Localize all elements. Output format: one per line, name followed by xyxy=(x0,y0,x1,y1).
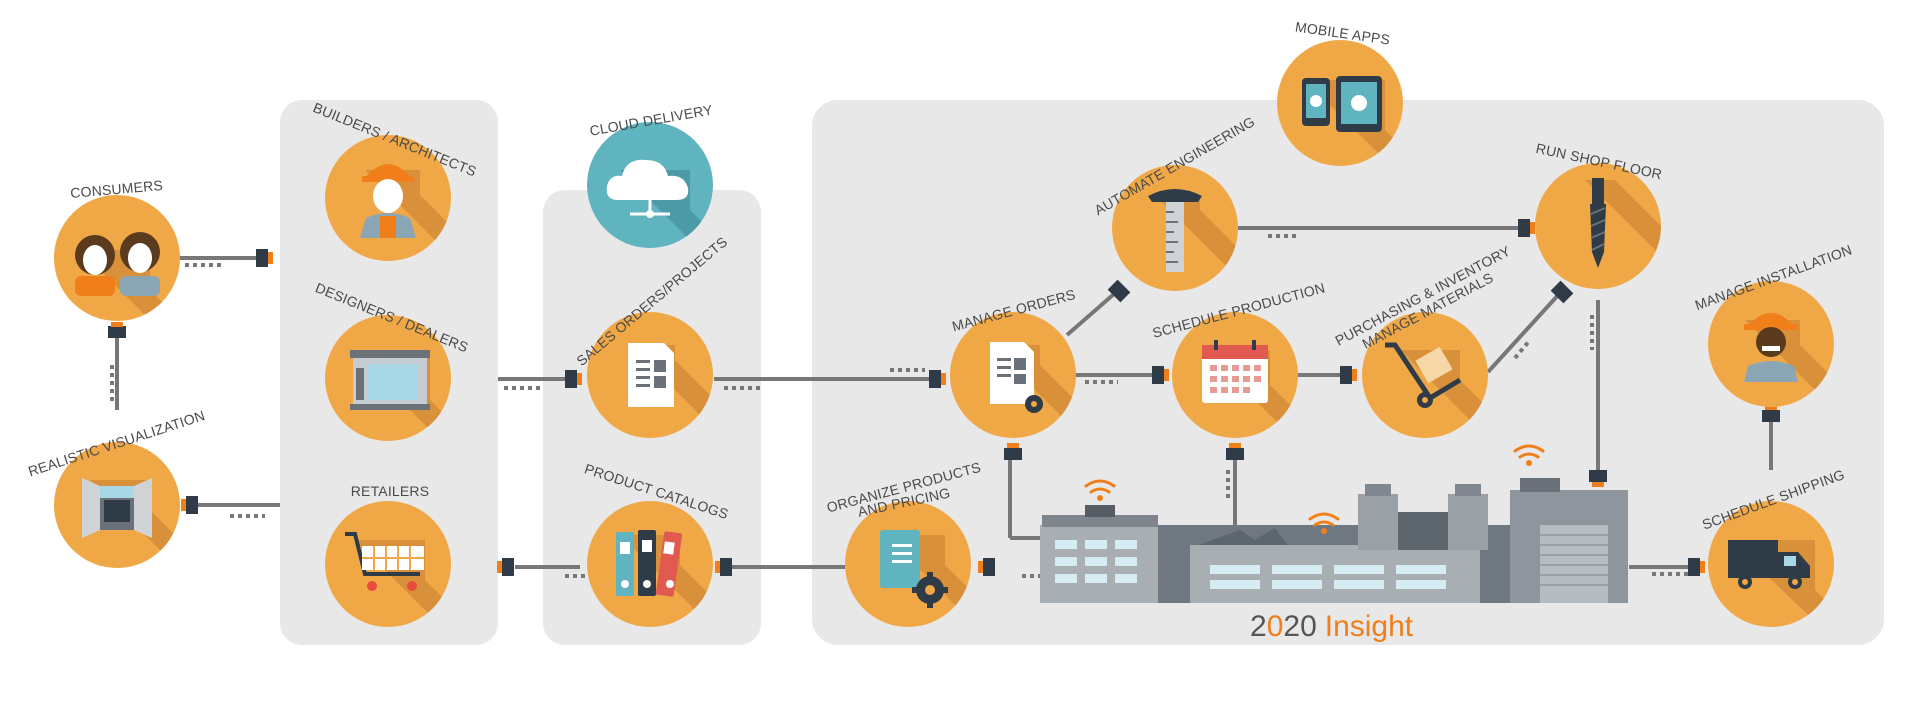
cart-icon xyxy=(345,532,424,591)
node-organize-products[interactable] xyxy=(845,501,990,640)
storefront-icon xyxy=(350,350,430,410)
label-retailers: RETAILERS xyxy=(351,483,430,499)
node-consumers[interactable] xyxy=(54,195,200,370)
cloud-icon xyxy=(606,159,689,218)
ruler-icon xyxy=(1148,189,1202,272)
drill-bit-icon xyxy=(1590,178,1606,268)
document-gear-icon xyxy=(990,342,1043,413)
node-sales-orders-projects[interactable] xyxy=(587,312,730,445)
devices-icon xyxy=(1302,76,1382,132)
installer-icon xyxy=(1744,313,1798,382)
truck-icon xyxy=(1728,540,1810,589)
document-icon xyxy=(628,343,674,407)
node-run-shop-floor[interactable] xyxy=(1535,163,1690,289)
book-gear-icon xyxy=(880,530,948,608)
panorama-icon xyxy=(82,478,152,538)
builder-icon xyxy=(360,164,416,238)
node-manage-installation[interactable] xyxy=(1708,281,1855,430)
people-icon xyxy=(75,232,160,296)
plugs xyxy=(108,219,1780,576)
binders-icon xyxy=(616,530,683,597)
factory-illustration xyxy=(1040,444,1628,603)
node-schedule-shipping[interactable] xyxy=(1708,501,1855,660)
calendar-icon xyxy=(1202,340,1268,403)
node-cloud-delivery[interactable] xyxy=(587,122,730,280)
node-mobile-apps[interactable] xyxy=(1277,40,1420,195)
hand-truck-icon xyxy=(1385,342,1462,408)
